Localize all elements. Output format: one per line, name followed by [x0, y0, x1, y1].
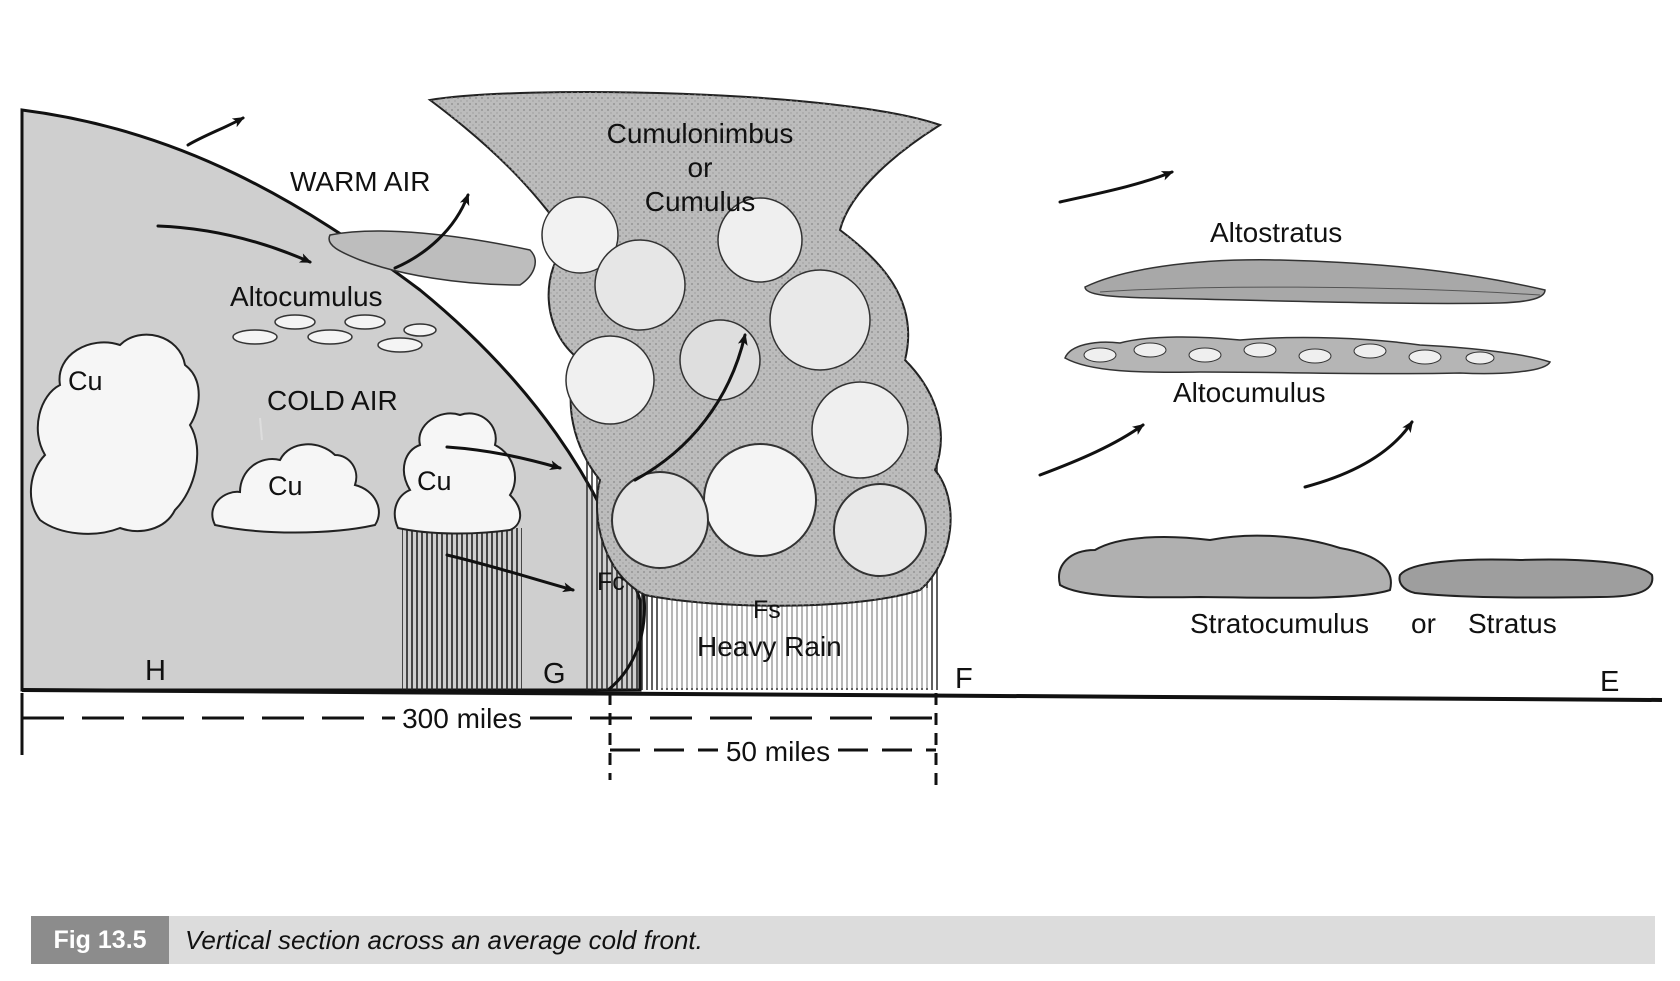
- airflow-arrows: [156, 116, 1414, 593]
- distance-50-label: 50 miles: [726, 736, 830, 767]
- distance-300-label: 300 miles: [402, 703, 522, 734]
- cumulonimbus-label: Cumulonimbus: [607, 118, 794, 149]
- point-h-label: H: [145, 655, 166, 687]
- cumulus-label: Cumulus: [645, 186, 755, 217]
- altostratus-cloud: [1084, 259, 1546, 305]
- altocumulus-left-label: Altocumulus: [230, 281, 383, 312]
- cumulus-cloud-1: [29, 333, 200, 535]
- fc-label: Fc: [597, 568, 625, 596]
- stratocumulus-label: Stratocumulus: [1190, 608, 1369, 639]
- or-label-2: or: [1411, 608, 1436, 639]
- cumulus-cloud-2: [211, 443, 380, 534]
- altostratus-label: Altostratus: [1210, 217, 1342, 248]
- rain-shaft-cold-air: [402, 528, 522, 690]
- distance-scale: [20, 693, 938, 790]
- fs-label: Fs: [753, 596, 781, 624]
- cu-label-1: Cu: [68, 366, 103, 396]
- warm-air-label: WARM AIR: [290, 166, 431, 197]
- cumulus-cloud-3: [393, 412, 522, 535]
- figure-caption: Fig 13.5 Vertical section across an aver…: [31, 916, 1655, 964]
- cu-label-3: Cu: [417, 466, 452, 496]
- cold-air-label: COLD AIR: [267, 385, 398, 416]
- point-f-label: F: [955, 663, 973, 695]
- ground-line: [21, 688, 1663, 702]
- stratus-label: Stratus: [1468, 608, 1557, 639]
- figure-number: Fig 13.5: [31, 916, 169, 964]
- caption-text: Vertical section across an average cold …: [185, 925, 703, 955]
- altocumulus-cloud-left: [232, 314, 437, 353]
- point-e-label: E: [1600, 666, 1619, 698]
- frontal-slope-cloud-band: [328, 230, 536, 286]
- point-g-label: G: [543, 658, 566, 690]
- heavy-rain-label: Heavy Rain: [697, 631, 842, 662]
- or-label-1: or: [688, 152, 713, 183]
- cumulonimbus-cloud: [427, 91, 952, 607]
- stratocumulus-cloud: [1058, 534, 1654, 599]
- altocumulus-right-label: Altocumulus: [1173, 377, 1326, 408]
- altocumulus-cloud-right: [1064, 336, 1552, 375]
- cu-label-2: Cu: [268, 471, 303, 501]
